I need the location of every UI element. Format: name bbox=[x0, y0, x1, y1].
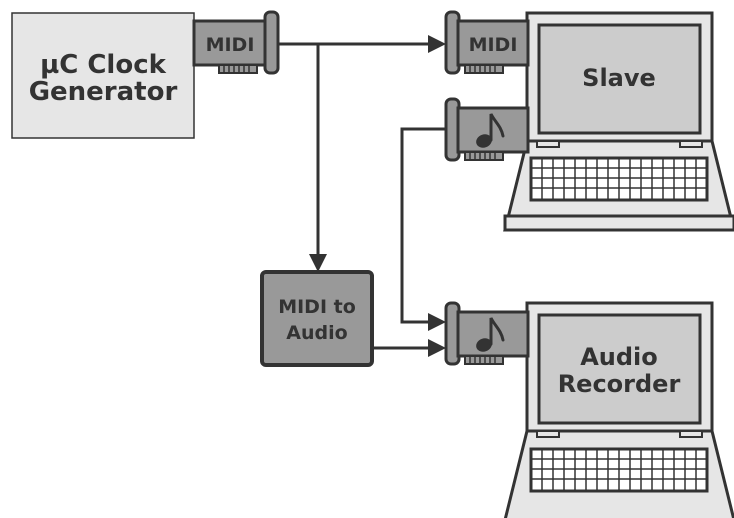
recorder-label-line2: Recorder bbox=[558, 370, 681, 398]
arrowheads bbox=[309, 35, 446, 357]
audio-recorder-laptop: Audio Recorder bbox=[503, 301, 734, 518]
slave-audio-card bbox=[444, 97, 530, 162]
slave-label: Slave bbox=[582, 64, 656, 92]
midi-out-label: MIDI bbox=[206, 34, 255, 56]
slave-laptop: Slave bbox=[503, 11, 734, 232]
generator-label-line1: µC Clock bbox=[40, 50, 167, 80]
arrowhead-to-slave-midi bbox=[428, 35, 446, 53]
recorder-audio-card bbox=[444, 301, 530, 366]
slave-midi-card: MIDI bbox=[444, 10, 530, 75]
midi-out-card: MIDI bbox=[192, 10, 280, 75]
arrowhead-to-recorder-audio-b bbox=[428, 339, 446, 357]
recorder-label-line1: Audio bbox=[580, 343, 658, 371]
midi-to-audio-box: MIDI to Audio bbox=[260, 270, 374, 367]
connector-slave-audio-to-recorder bbox=[400, 127, 447, 324]
arrowhead-to-recorder-audio-a bbox=[428, 313, 446, 331]
midi-in-label: MIDI bbox=[469, 34, 518, 56]
converter-label-line1: MIDI to bbox=[278, 296, 356, 318]
generator-label-line2: Generator bbox=[29, 77, 178, 107]
arrowhead-to-converter bbox=[309, 254, 327, 272]
connections bbox=[278, 42, 447, 350]
clock-generator-box: µC Clock Generator bbox=[11, 12, 195, 139]
converter-label-line2: Audio bbox=[286, 322, 347, 344]
